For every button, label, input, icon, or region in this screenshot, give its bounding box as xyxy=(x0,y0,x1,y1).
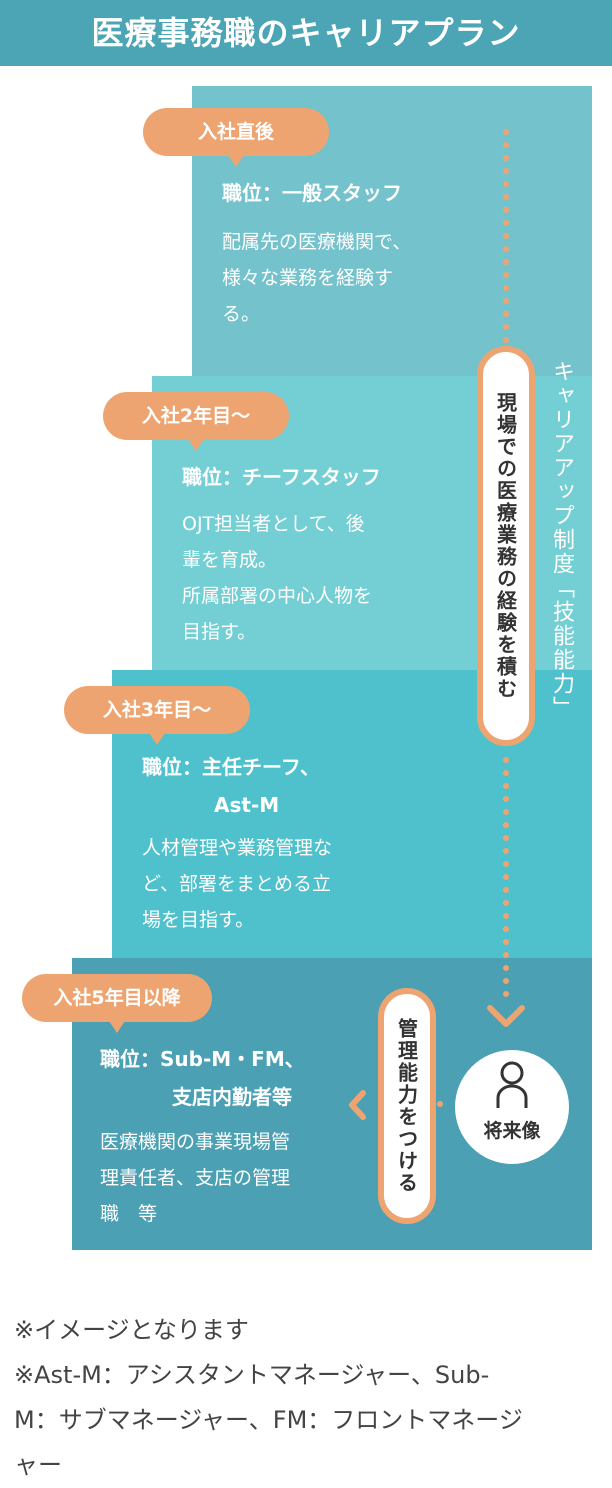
experience-track-label: 現場での医療業務の経験を積む xyxy=(493,392,518,700)
footnote-2: ※Ast-M：アシスタントマネージャー、Sub- xyxy=(14,1361,490,1389)
arrow-down-icon xyxy=(487,1005,525,1027)
management-track-label: 管理能力をつける xyxy=(394,1018,419,1194)
experience-track-pill: 現場での医療業務の経験を積む xyxy=(477,346,535,746)
stage-1-badge: 入社直後 xyxy=(143,108,329,167)
footnote-3: M：サブマネージャー、FM：フロントマネージ xyxy=(14,1406,523,1434)
stage-1-description: 配属先の医療機関で、 様々な業務を経験す る。 xyxy=(222,231,412,325)
page-title: 医療事務職のキャリアプラン xyxy=(91,14,521,52)
footnotes: ※イメージとなります ※Ast-M：アシスタントマネージャー、Sub- M：サブ… xyxy=(14,1308,604,1488)
footnote-1: ※イメージとなります xyxy=(14,1316,249,1344)
stage-4-badge: 入社5年目以降 xyxy=(22,974,212,1033)
stage-3-badge: 入社3年目〜 xyxy=(64,686,250,745)
career-system-label: キャリアアップ制度「技能能力」 xyxy=(549,360,574,720)
stage-4-position: 職位：Sub-M・FM、 支店内勤者等 xyxy=(100,1047,305,1109)
stage-3-description: 人材管理や業務管理な ど、部署をまとめる立 場を目指す。 xyxy=(142,837,333,931)
header-bar: 医療事務職のキャリアプラン xyxy=(0,0,612,66)
arrow-left-icon xyxy=(349,1090,366,1120)
future-label: 将来像 xyxy=(483,1120,541,1142)
stage-2-description: OJT担当者として、後 輩を育成。 所属部署の中心人物を 目指す。 xyxy=(182,513,373,643)
stage-2-position: 職位：チーフスタッフ xyxy=(182,465,381,489)
management-track-pill: 管理能力をつける xyxy=(378,988,436,1224)
footnote-4: ャー xyxy=(14,1451,62,1479)
stage-1-position: 職位：一般スタッフ xyxy=(222,181,402,205)
stage-2-badge: 入社2年目〜 xyxy=(103,392,289,451)
stage-3-position: 職位：主任チーフ、 Ast-M xyxy=(142,755,320,817)
future-circle: 将来像 xyxy=(455,1050,569,1164)
person-icon xyxy=(496,1061,528,1108)
stage-4-description: 医療機関の事業現場管 理責任者、支店の管理 職 等 xyxy=(100,1131,291,1225)
